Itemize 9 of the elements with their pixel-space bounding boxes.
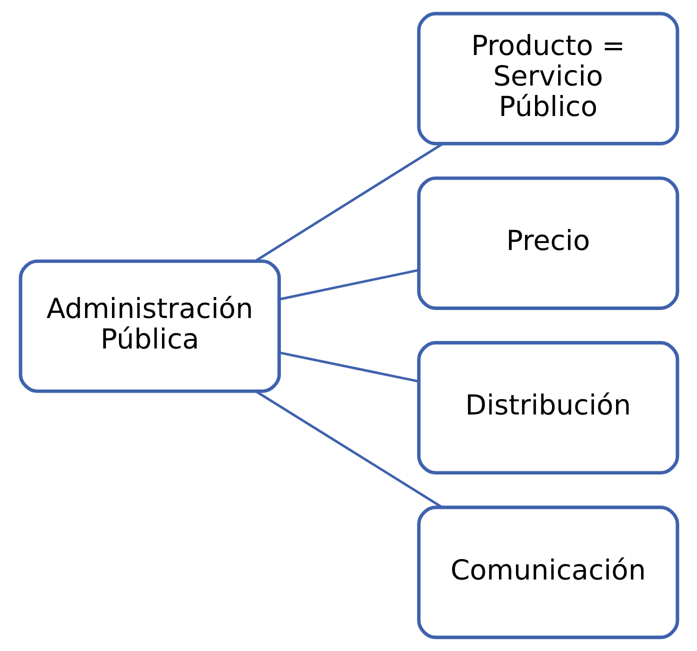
node-box: Administración Pública	[18, 259, 280, 393]
node-box: Distribución	[416, 341, 679, 475]
connector	[254, 142, 444, 262]
node-box: Producto = Servicio Público	[416, 12, 679, 146]
connector	[254, 390, 442, 508]
connector	[278, 268, 418, 300]
node-box: Comunicación	[416, 506, 679, 640]
node-box: Precio	[416, 176, 679, 310]
connector	[278, 351, 418, 382]
